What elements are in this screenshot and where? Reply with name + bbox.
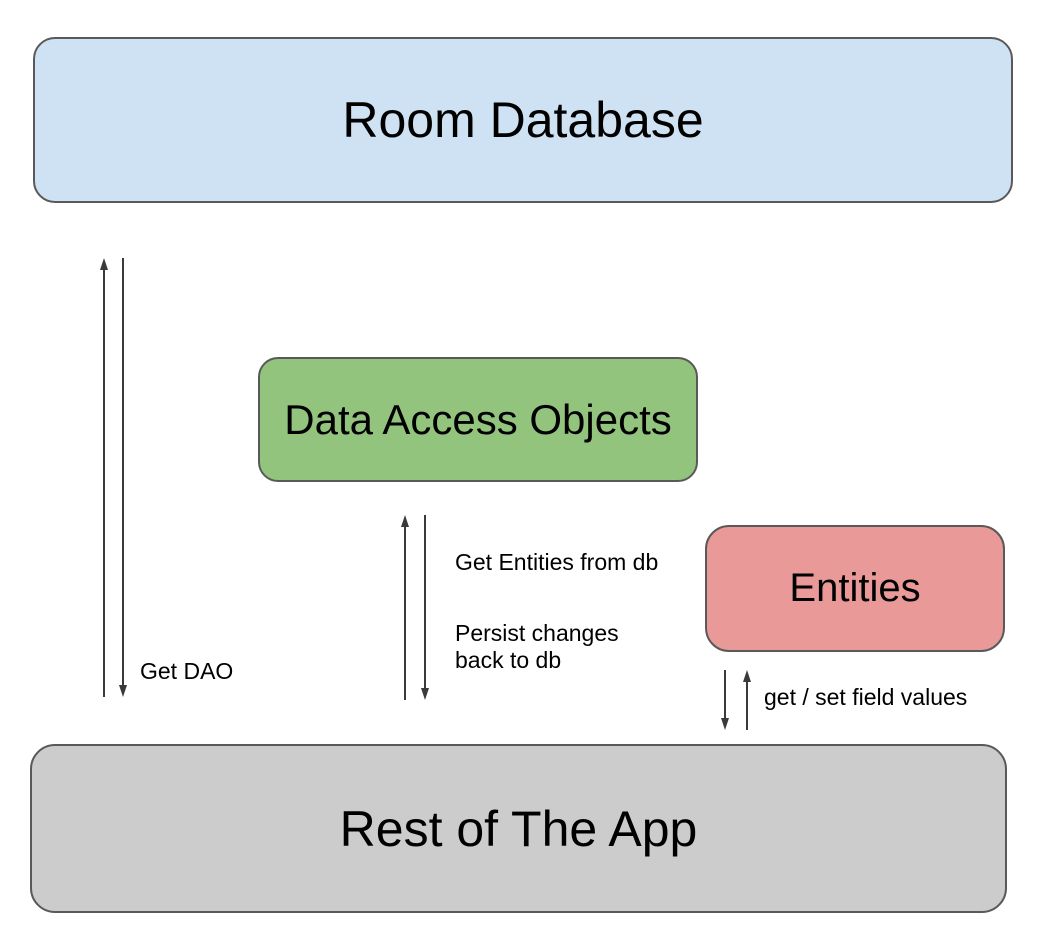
- node-entities: Entities: [705, 525, 1005, 652]
- edge-label-get-entities-from-db: Get Entities from db: [455, 549, 659, 575]
- arrow-down-icon: [721, 670, 729, 730]
- edge-label-get-set-field-values: get / set field values: [764, 684, 968, 710]
- node-entities-label: Entities: [789, 566, 921, 610]
- node-data-access-objects: Data Access Objects: [258, 357, 698, 482]
- arrow-up-icon: [100, 258, 108, 697]
- node-rest-of-the-app: Rest of The App: [30, 744, 1007, 913]
- edge-label-persist-changes: Persist changes back to db: [455, 620, 619, 674]
- arrow-down-icon: [421, 515, 429, 700]
- node-room-database-label: Room Database: [342, 92, 704, 148]
- arrow-down-icon: [119, 258, 127, 697]
- edge-label-get-dao: Get DAO: [140, 658, 234, 684]
- arrow-up-icon: [401, 515, 409, 700]
- node-data-access-objects-label: Data Access Objects: [284, 395, 672, 443]
- node-rest-of-the-app-label: Rest of The App: [339, 800, 698, 857]
- node-room-database: Room Database: [33, 37, 1013, 203]
- arrow-up-icon: [743, 670, 751, 730]
